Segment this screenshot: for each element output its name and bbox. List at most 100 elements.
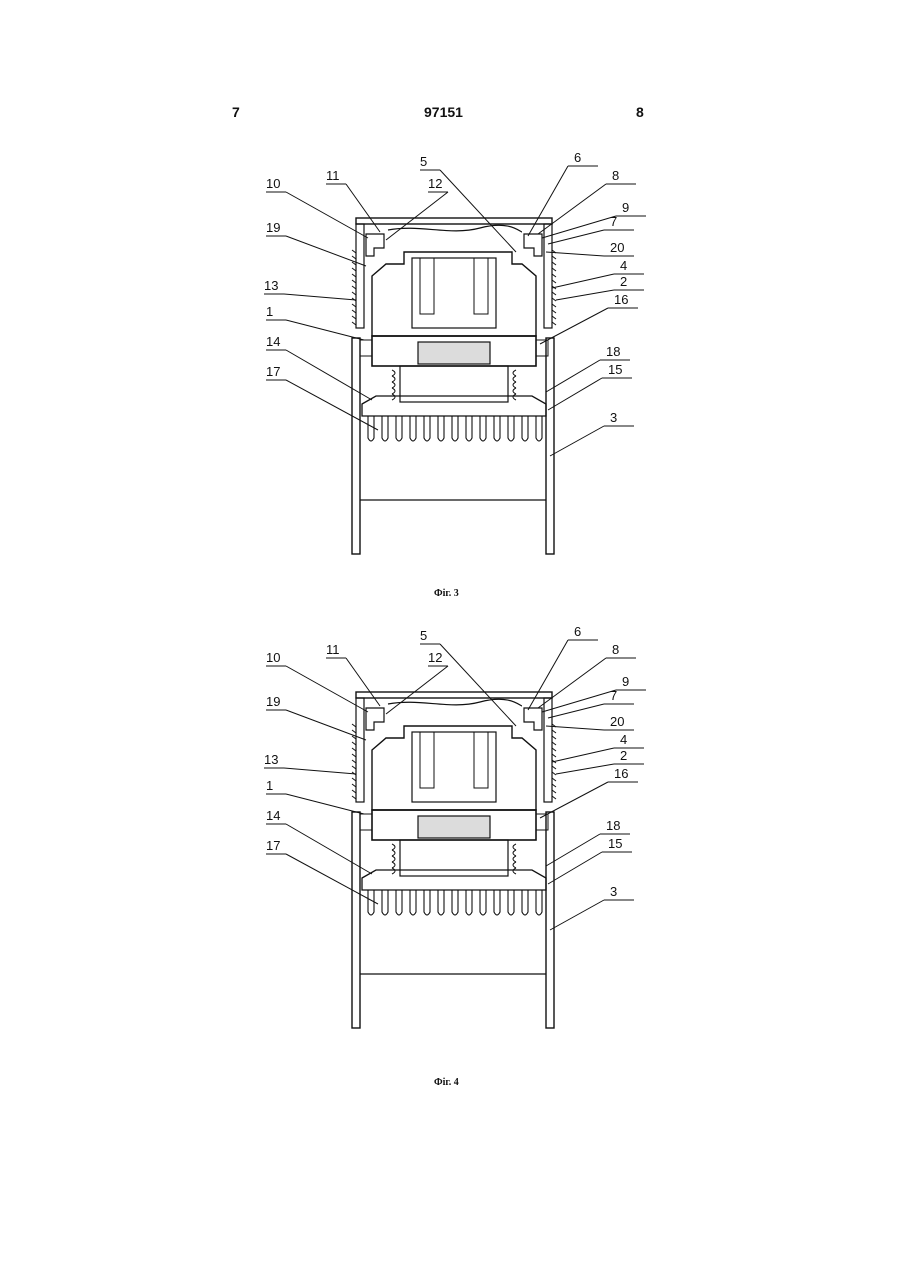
part-label-14: 14	[266, 334, 280, 349]
leader-line	[286, 666, 368, 712]
leader-line	[552, 274, 614, 288]
piston-flange-left	[360, 340, 372, 356]
rib-left	[352, 316, 356, 319]
leader-line	[286, 192, 368, 238]
spring-coil-left	[392, 862, 395, 868]
comb-tooth	[396, 890, 402, 915]
valve-leg-left	[420, 732, 434, 788]
rib-left	[352, 250, 356, 253]
comb-tooth	[382, 890, 388, 915]
figure-4-drawing: 1234567891011121314151617181920	[0, 614, 901, 1094]
leader-line	[286, 380, 378, 430]
housing-wall-right	[546, 338, 554, 554]
rib-left	[352, 724, 356, 727]
valve-body	[372, 726, 536, 810]
rib-left	[352, 796, 356, 799]
spring-coil-left	[392, 370, 395, 376]
part-label-2: 2	[620, 748, 627, 763]
part-label-13: 13	[264, 752, 278, 767]
spring-coil-right	[513, 370, 516, 376]
membrane	[388, 699, 522, 706]
leader-line	[346, 658, 380, 706]
rib-left	[352, 292, 356, 295]
valve-leg-left	[420, 258, 434, 314]
cap-top	[356, 692, 552, 698]
piston-core	[418, 816, 490, 838]
spring-coil-right	[513, 844, 516, 850]
part-label-9: 9	[622, 200, 629, 215]
leader-line	[548, 704, 604, 718]
rib-left	[352, 280, 356, 283]
leader-line	[540, 782, 608, 818]
part-label-8: 8	[612, 168, 619, 183]
rib-left	[352, 766, 356, 769]
part-label-4: 4	[620, 258, 627, 273]
seal-left	[366, 708, 384, 730]
comb-tooth	[480, 416, 486, 441]
rib-left	[352, 268, 356, 271]
part-label-11: 11	[326, 168, 340, 183]
part-label-20: 20	[610, 240, 624, 255]
seal-right	[524, 234, 542, 256]
part-label-18: 18	[606, 344, 620, 359]
part-label-3: 3	[610, 410, 617, 425]
rib-left	[352, 286, 356, 289]
part-label-5: 5	[420, 628, 427, 643]
leader-line	[538, 658, 606, 708]
part-label-10: 10	[266, 650, 280, 665]
leader-line	[548, 230, 604, 244]
leader-line	[556, 764, 614, 774]
part-label-12: 12	[428, 650, 442, 665]
spring-coil-right	[513, 862, 516, 868]
patent-number: 97151	[424, 104, 463, 120]
spring-coil-right	[513, 868, 516, 874]
leader-line	[552, 748, 614, 762]
spring-coil-left	[392, 856, 395, 862]
part-label-8: 8	[612, 642, 619, 657]
figure-3-caption: Фіг. 3	[434, 588, 459, 599]
spring-coil-left	[392, 388, 395, 394]
cap-wall-left	[356, 224, 364, 328]
part-label-1: 1	[266, 778, 273, 793]
rib-left	[352, 310, 356, 313]
figure-4-caption: Фіг. 4	[434, 1077, 459, 1088]
piston-core	[418, 342, 490, 364]
part-label-6: 6	[574, 150, 581, 165]
comb-tooth	[536, 890, 542, 915]
part-label-16: 16	[614, 292, 628, 307]
comb-tooth	[396, 416, 402, 441]
comb-tooth	[410, 890, 416, 915]
leader-line	[286, 794, 364, 814]
comb-tooth	[522, 416, 528, 441]
part-label-3: 3	[610, 884, 617, 899]
rib-left	[352, 778, 356, 781]
comb-tooth	[382, 416, 388, 441]
part-label-19: 19	[266, 694, 280, 709]
part-label-13: 13	[264, 278, 278, 293]
cap-wall-left	[356, 698, 364, 802]
leader-line	[286, 320, 364, 340]
comb-tooth	[424, 890, 430, 915]
membrane	[388, 225, 522, 232]
comb-tooth	[452, 416, 458, 441]
leader-line	[542, 690, 616, 712]
spring-coil-right	[513, 394, 516, 400]
part-label-6: 6	[574, 624, 581, 639]
comb-tooth	[368, 416, 374, 441]
leader-line	[440, 170, 516, 252]
rib-left	[352, 754, 356, 757]
valve-inner	[412, 258, 496, 328]
part-label-5: 5	[420, 154, 427, 169]
part-label-12: 12	[428, 176, 442, 191]
housing-wall-left	[352, 338, 360, 554]
leader-line	[286, 854, 378, 904]
comb-tooth	[438, 890, 444, 915]
rib-left	[352, 748, 356, 751]
spring-coil-left	[392, 868, 395, 874]
leader-line	[440, 644, 516, 726]
cap-wall-right	[544, 698, 552, 802]
rib-left	[352, 304, 356, 307]
comb-tooth	[494, 416, 500, 441]
figure-3-drawing: 1234567891011121314151617181920	[0, 140, 901, 620]
leader-line	[284, 768, 356, 774]
